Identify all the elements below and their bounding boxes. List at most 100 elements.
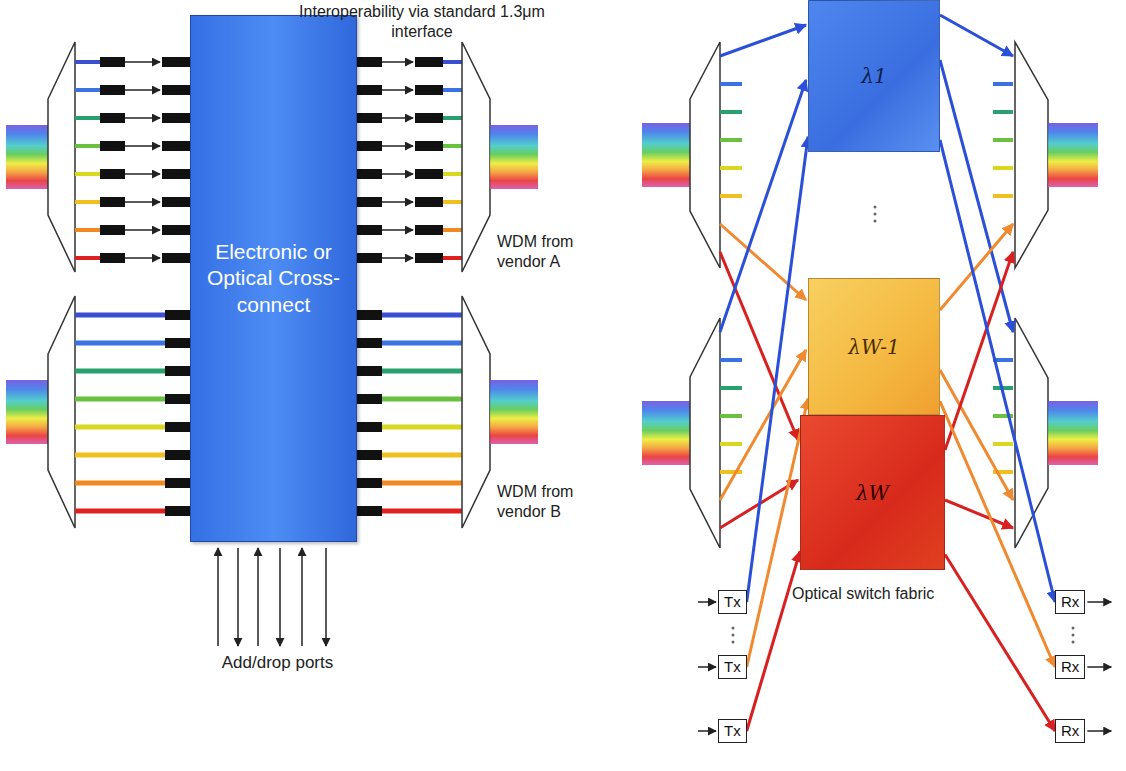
channel-fiber — [443, 172, 462, 176]
channel-fiber — [443, 60, 462, 64]
interface-arrow — [382, 117, 413, 119]
channel-fiber — [720, 386, 742, 390]
channel-fiber — [993, 166, 1013, 170]
annotation-text: WDM from vendor B — [497, 483, 573, 520]
channel-fiber — [720, 194, 742, 198]
channel-fiber — [443, 200, 462, 204]
annotation-text: Add/drop ports — [222, 653, 334, 672]
interface-arrow — [382, 257, 413, 259]
channel-fiber — [993, 138, 1013, 142]
ellipsis-dots — [874, 206, 877, 209]
channel-fiber — [443, 88, 462, 92]
wdm-demultiplexer — [48, 42, 75, 272]
transmitter-box: Tx — [718, 590, 747, 614]
ellipsis-dots — [732, 627, 735, 630]
channel-fiber — [75, 116, 100, 120]
transponder-block — [355, 225, 382, 235]
wavelength-route — [940, 15, 1013, 56]
transponder-block — [162, 57, 190, 67]
signal-input-arrow — [698, 730, 716, 732]
channel-fiber — [75, 425, 165, 430]
wavelength-route — [720, 80, 806, 332]
wdm-signal-band — [490, 125, 538, 189]
channel-fiber — [75, 481, 165, 486]
channel-fiber — [382, 425, 462, 430]
ellipsis-dots — [1072, 634, 1075, 637]
wavelength-route — [945, 252, 1013, 450]
annotation-text: Interoperability via standard 1.3μm inte… — [299, 3, 545, 40]
channel-fiber — [720, 110, 742, 114]
transponder-block — [415, 113, 443, 123]
channel-fiber — [75, 453, 165, 458]
interface-arrow — [382, 173, 413, 175]
channel-fiber — [382, 341, 462, 346]
ellipsis-dots — [732, 641, 735, 644]
interface-arrow — [382, 145, 413, 147]
wdm-multiplexer — [462, 296, 490, 528]
transponder-block — [355, 366, 382, 376]
transponder-block — [355, 141, 382, 151]
signal-input-arrow — [698, 666, 716, 668]
interface-arrow — [382, 229, 413, 231]
ellipsis-dots — [874, 213, 877, 216]
transponder-block — [162, 85, 190, 95]
transponder-block — [355, 85, 382, 95]
wdm-signal-band — [490, 380, 538, 444]
interface-arrow — [125, 89, 160, 91]
transponder-block — [162, 197, 190, 207]
add-drop-arrow — [217, 548, 219, 646]
transponder-block — [162, 253, 190, 263]
transponder-block — [355, 310, 382, 320]
transponder-block — [165, 394, 190, 404]
wavelength-plane: λW — [800, 415, 945, 570]
interface-arrow — [125, 201, 160, 203]
receiver-box: Rx — [1055, 590, 1085, 614]
channel-fiber — [382, 509, 462, 514]
transponder-block — [165, 478, 190, 488]
signal-output-arrow — [1087, 666, 1111, 668]
interface-arrow — [382, 61, 413, 63]
label-box: Add/drop ports — [190, 652, 365, 673]
channel-fiber — [382, 369, 462, 374]
channel-fiber — [993, 82, 1013, 86]
transponder-block — [165, 422, 190, 432]
add-drop-arrow — [325, 548, 327, 646]
transponder-block — [355, 478, 382, 488]
channel-fiber — [443, 144, 462, 148]
transponder-block — [415, 141, 443, 151]
channel-fiber — [993, 194, 1013, 198]
transponder-block — [415, 253, 443, 263]
node-text: Electronic or Optical Cross-connect — [199, 239, 348, 318]
node-text: λ1 — [861, 64, 886, 88]
transponder-block — [355, 394, 382, 404]
wdm-multiplexer — [462, 42, 490, 272]
wavelength-route — [720, 25, 806, 56]
transponder-block — [100, 141, 125, 151]
transponder-block — [355, 422, 382, 432]
transponder-block — [415, 85, 443, 95]
channel-fiber — [993, 442, 1013, 446]
ellipsis-dots — [732, 634, 735, 637]
transponder-block — [165, 338, 190, 348]
ellipsis-dots — [874, 220, 877, 223]
interface-arrow — [125, 117, 160, 119]
transponder-block — [355, 169, 382, 179]
transponder-block — [100, 169, 125, 179]
wdm-demultiplexer — [690, 318, 720, 548]
interface-arrow — [125, 229, 160, 231]
wavelength-route — [945, 500, 1013, 528]
interface-arrow — [125, 61, 160, 63]
transponder-block — [415, 225, 443, 235]
signal-connector — [940, 401, 1055, 667]
transmitter-box: Tx — [718, 719, 747, 743]
transponder-block — [100, 197, 125, 207]
transponder-block — [355, 113, 382, 123]
wdm-signal-band — [6, 125, 50, 189]
transponder-block — [165, 310, 190, 320]
wdm-signal-band — [1048, 401, 1098, 465]
transponder-block — [162, 113, 190, 123]
channel-fiber — [382, 481, 462, 486]
channel-fiber — [75, 88, 100, 92]
